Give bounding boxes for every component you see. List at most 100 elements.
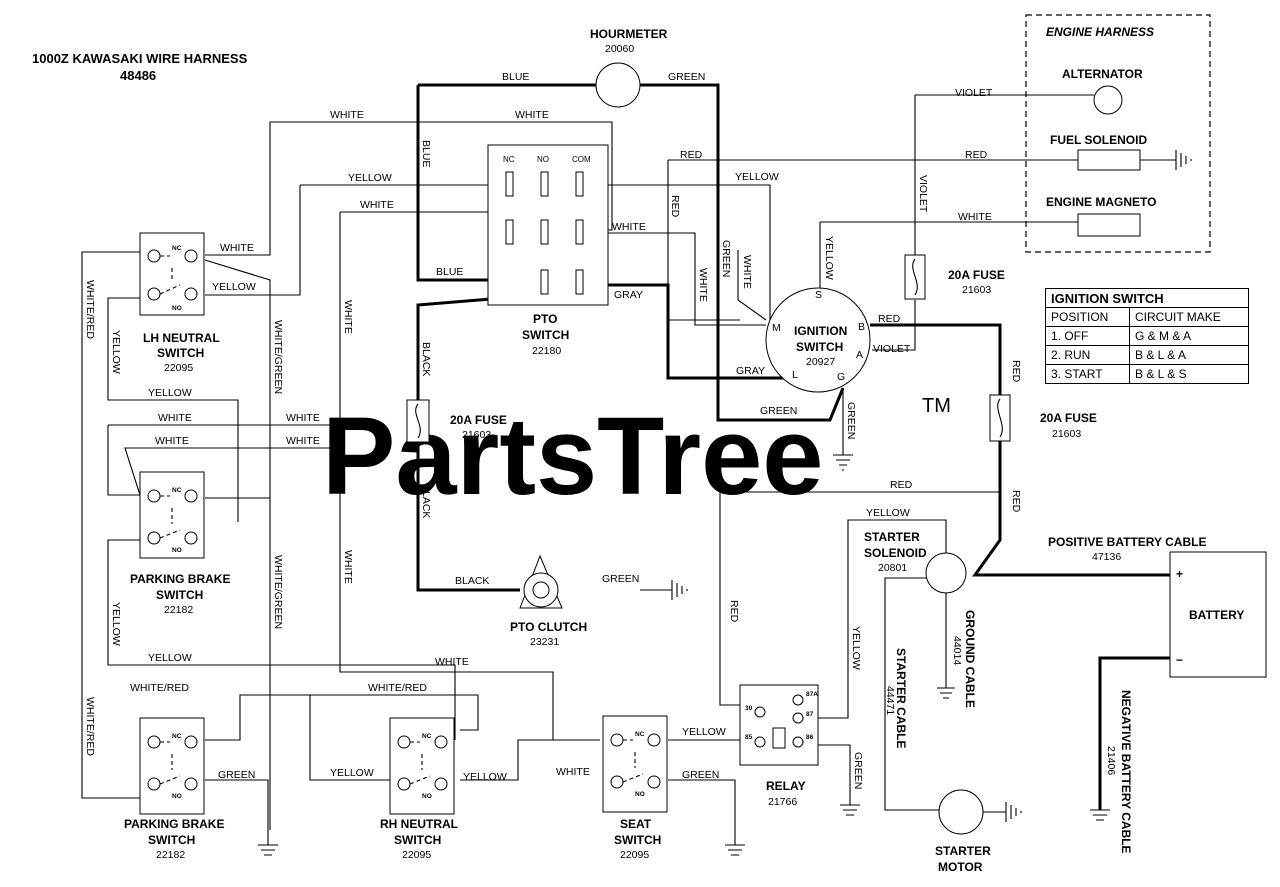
table-row: 3. START B & L & S — [1045, 364, 1249, 384]
wire-label-black-2: BLACK — [420, 484, 432, 518]
wire-white-mid — [107, 424, 340, 496]
fuse-right-part: 21603 — [1052, 428, 1081, 440]
wire-label-gray-1: GRAY — [614, 289, 643, 301]
pb-upper-part: 22182 — [164, 604, 193, 616]
solenoid-name2: SOLENOID — [864, 546, 927, 560]
watermark: PartsTree — [322, 395, 823, 518]
pto-clutch-part: 23231 — [530, 636, 559, 648]
wire-label-gray-2: GRAY — [736, 365, 765, 377]
wire-label-red-6: RED — [878, 313, 901, 325]
wire-label-white-2: WHITE — [515, 109, 549, 121]
starter-motor-name1: STARTER — [935, 844, 991, 858]
rh-neutral-name2: SWITCH — [394, 833, 441, 847]
wire-white-red-left — [81, 251, 140, 799]
wire-label-wr-1: WHITE/RED — [84, 280, 96, 339]
battery — [1169, 551, 1267, 678]
pto-switch-part: 22180 — [532, 345, 561, 357]
relay — [739, 684, 819, 766]
rh-neutral-switch — [389, 717, 455, 815]
pb-upper-name2: SWITCH — [156, 588, 203, 602]
pto-clutch-name: PTO CLUTCH — [510, 620, 587, 634]
wire-label-yellow-lh: YELLOW — [212, 281, 256, 293]
ignition-table-header-position: POSITION — [1045, 307, 1130, 327]
relay-pin-87: 87 — [806, 711, 814, 718]
ground-icon — [1090, 809, 1110, 821]
negative-cable-part: 21406 — [1105, 746, 1117, 775]
ground-icon — [833, 454, 853, 471]
wire-label-blue-2: BLUE — [420, 140, 432, 167]
alternator — [1093, 85, 1123, 115]
table-row: 1. OFF G & M & A — [1045, 326, 1249, 346]
seat-switch — [602, 715, 668, 813]
pb-upper-name1: PARKING BRAKE — [130, 572, 230, 586]
wire-label-yellow-9: YELLOW — [866, 507, 910, 519]
positive-cable-part: 47136 — [1092, 551, 1121, 563]
pto-switch-name2: SWITCH — [522, 328, 569, 342]
wire-white-pto — [586, 232, 766, 326]
wire-label-white-10: WHITE — [158, 412, 192, 424]
wire-label-blue-3: BLUE — [436, 266, 463, 278]
wire-label-yellow-3: YELLOW — [148, 387, 192, 399]
battery-name: BATTERY — [1189, 608, 1244, 622]
wire-green-pb — [205, 779, 269, 845]
ign-terminal-a: A — [856, 349, 863, 361]
wire-white-magneto — [819, 221, 1078, 290]
lh-no: NO — [172, 305, 182, 312]
harness-title: 1000Z KAWASAKI WIRE HARNESS — [32, 51, 248, 66]
starter-cable-name: STARTER CABLE — [894, 648, 908, 748]
wire-red-battery — [870, 323, 1170, 577]
wire-yellow-park — [107, 539, 456, 740]
harness-part-number: 48486 — [120, 68, 156, 83]
wire-violet-a — [872, 300, 916, 351]
wire-label-wg-2: WHITE/GREEN — [272, 555, 284, 629]
ignition-switch-table: IGNITION SWITCH POSITION CIRCUIT MAKE 1.… — [1045, 288, 1249, 384]
wire-label-white-11: WHITE — [286, 412, 320, 424]
ign-terminal-b: B — [858, 321, 865, 333]
fuse-top-right-name: 20A FUSE — [948, 268, 1005, 282]
relay-pin-87a: 87A — [806, 691, 818, 698]
wire-label-blue-1: BLUE — [502, 71, 529, 83]
lh-neutral-name1: LH NEUTRAL — [143, 331, 220, 345]
engine-magneto-label: ENGINE MAGNETO — [1046, 195, 1156, 209]
wire-yellow-lh — [205, 185, 301, 296]
pto-switch-name1: PTO — [533, 312, 557, 326]
wire-label-green-1: GREEN — [218, 769, 255, 781]
ignition-table-title: IGNITION SWITCH — [1045, 288, 1249, 308]
fuse-right-name: 20A FUSE — [1040, 411, 1097, 425]
wire-starter-cable — [884, 577, 945, 811]
pb1-no: NO — [172, 547, 182, 554]
hourmeter — [595, 62, 641, 108]
wire-label-white-13: WHITE — [286, 435, 320, 447]
battery-plus: + — [1176, 567, 1183, 581]
wire-label-black-3: BLACK — [455, 575, 489, 587]
ignition-switch — [765, 287, 871, 393]
wire-label-white-9: WHITE — [435, 656, 469, 668]
wire-label-green-8: GREEN — [602, 573, 639, 585]
wire-white-green — [204, 259, 271, 830]
wire-label-yellow-5: YELLOW — [148, 652, 192, 664]
fuel-solenoid — [1077, 149, 1141, 171]
solenoid-name1: STARTER — [864, 530, 920, 544]
starter-cable-part: 44471 — [884, 686, 896, 715]
ground-icon — [1140, 150, 1192, 170]
starter-solenoid — [925, 552, 967, 594]
wire-label-yellow-4: YELLOW — [110, 602, 122, 646]
wire-yellow-rh-seat — [460, 739, 600, 781]
relay-name: RELAY — [766, 779, 806, 793]
wire-label-white-14: WHITE — [556, 766, 590, 778]
fuse-left-part: 21603 — [462, 429, 491, 441]
alternator-label: ALTERNATOR — [1062, 67, 1143, 81]
wire-label-red-3: RED — [669, 195, 681, 218]
solenoid-part: 20801 — [878, 562, 907, 574]
wire-label-yellow-6: YELLOW — [330, 767, 374, 779]
rh-no: NO — [422, 793, 432, 800]
ign-terminal-m: M — [772, 322, 781, 334]
watermark-tm: TM — [922, 395, 951, 417]
wire-label-yellow-10: YELLOW — [850, 626, 862, 670]
table-row: 2. RUN B & L & A — [1045, 345, 1249, 365]
wire-label-violet-2: VIOLET — [917, 175, 929, 213]
wire-label-white-12: WHITE — [155, 435, 189, 447]
wire-label-violet-3: VIOLET — [873, 343, 911, 355]
wire-label-white-1: WHITE — [330, 109, 364, 121]
